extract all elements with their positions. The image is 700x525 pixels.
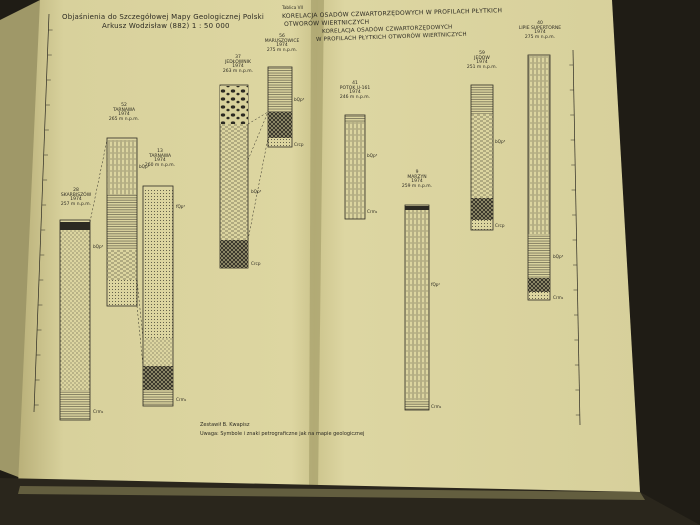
base-code: Crm₁	[93, 409, 104, 414]
base-code: Crm₁	[431, 404, 442, 409]
compiler-credit: Zestawił B. Kwapisz	[200, 422, 250, 428]
strat-code: bQp³	[93, 244, 104, 249]
legend-note: Uwaga: Symbole i znaki petrograficzne ja…	[200, 431, 365, 437]
well-column-28	[59, 219, 91, 421]
strat-code: bQp³	[294, 97, 305, 102]
well-column-37	[219, 84, 249, 269]
well-column-9	[404, 204, 430, 411]
table-label: Tablica VII	[282, 5, 303, 10]
well-column-41	[344, 114, 366, 220]
strat-code: bQp³	[495, 139, 506, 144]
well-column-40	[527, 54, 551, 301]
strat-code: fQp²	[431, 282, 441, 287]
strat-code: bQp³	[553, 254, 564, 259]
base-code: Crm₁	[553, 295, 564, 300]
well-column-56	[267, 66, 293, 148]
base-code: Crm₁	[176, 397, 187, 402]
base-code: Crcp	[495, 223, 505, 228]
base-code: Crm₁	[367, 209, 378, 214]
map-series-title: Objaśnienia do Szczegółowej Mapy Geologi…	[62, 13, 264, 21]
well-column-59	[470, 84, 494, 231]
well-column-52	[106, 137, 138, 307]
strat-code: bQp³	[367, 153, 378, 158]
strat-code: bQp³	[251, 189, 262, 194]
strat-code: bQp³	[139, 164, 150, 169]
strat-code: fQp³	[176, 204, 186, 209]
base-code: Crcp	[251, 261, 261, 266]
well-column-13	[142, 185, 174, 407]
base-code: Crcp	[294, 142, 304, 147]
sheet-title: Arkusz Wodzisław (882) 1 : 50 000	[102, 22, 230, 30]
